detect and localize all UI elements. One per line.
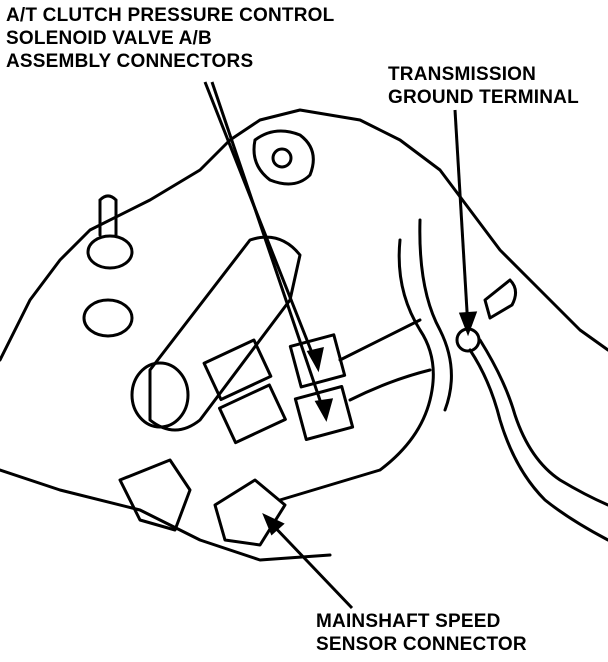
ground-cable-2 bbox=[478, 338, 608, 507]
ground-terminal-label: TRANSMISSION GROUND TERMINAL bbox=[388, 63, 579, 109]
solenoid-end bbox=[130, 361, 190, 429]
solenoid-label-line-2: SOLENOID VALVE A/B bbox=[6, 28, 212, 49]
harness-main-2 bbox=[418, 218, 453, 412]
leader-solenoid-2 bbox=[210, 81, 328, 419]
arrowhead-speed bbox=[262, 512, 285, 536]
arrowhead-solenoid-1 bbox=[306, 347, 324, 373]
solenoid-connector-b bbox=[217, 383, 287, 445]
harness-branch-2 bbox=[348, 368, 432, 402]
solenoid-label-line-3: ASSEMBLY CONNECTORS bbox=[6, 51, 254, 72]
stud-base-1 bbox=[86, 234, 134, 270]
ground-cable bbox=[468, 348, 608, 542]
arrowhead-ground bbox=[458, 311, 478, 337]
harness-main bbox=[278, 238, 435, 502]
ground-label-line-2: GROUND TERMINAL bbox=[388, 87, 579, 108]
solenoid-connector-a bbox=[202, 338, 273, 402]
ground-bolt bbox=[483, 278, 517, 320]
speed-label-line-1: MAINSHAFT SPEED bbox=[316, 611, 501, 632]
speed-sensor-bracket bbox=[118, 458, 192, 532]
harness-branch bbox=[338, 318, 422, 362]
speed-label-line-2: SENSOR CONNECTOR bbox=[316, 634, 527, 655]
case-lower-edge bbox=[0, 468, 332, 562]
solenoid-label-line-1: A/T CLUTCH PRESSURE CONTROL bbox=[6, 5, 335, 26]
leader-ground bbox=[453, 109, 470, 329]
upper-bolt bbox=[271, 147, 293, 169]
stud-left-1 bbox=[98, 194, 118, 237]
upper-boss bbox=[252, 129, 315, 186]
speed-sensor-label: MAINSHAFT SPEED SENSOR CONNECTOR bbox=[316, 610, 527, 656]
leader-speed bbox=[266, 518, 354, 610]
solenoid-plug-a bbox=[288, 333, 347, 389]
stud-base-2 bbox=[82, 298, 134, 338]
arrowhead-solenoid-2 bbox=[314, 398, 334, 422]
transmission-case bbox=[0, 108, 608, 362]
ground-label-line-1: TRANSMISSION bbox=[388, 64, 537, 85]
solenoid-connectors-label: A/T CLUTCH PRESSURE CONTROL SOLENOID VAL… bbox=[6, 4, 334, 73]
speed-sensor-connector bbox=[213, 478, 287, 547]
